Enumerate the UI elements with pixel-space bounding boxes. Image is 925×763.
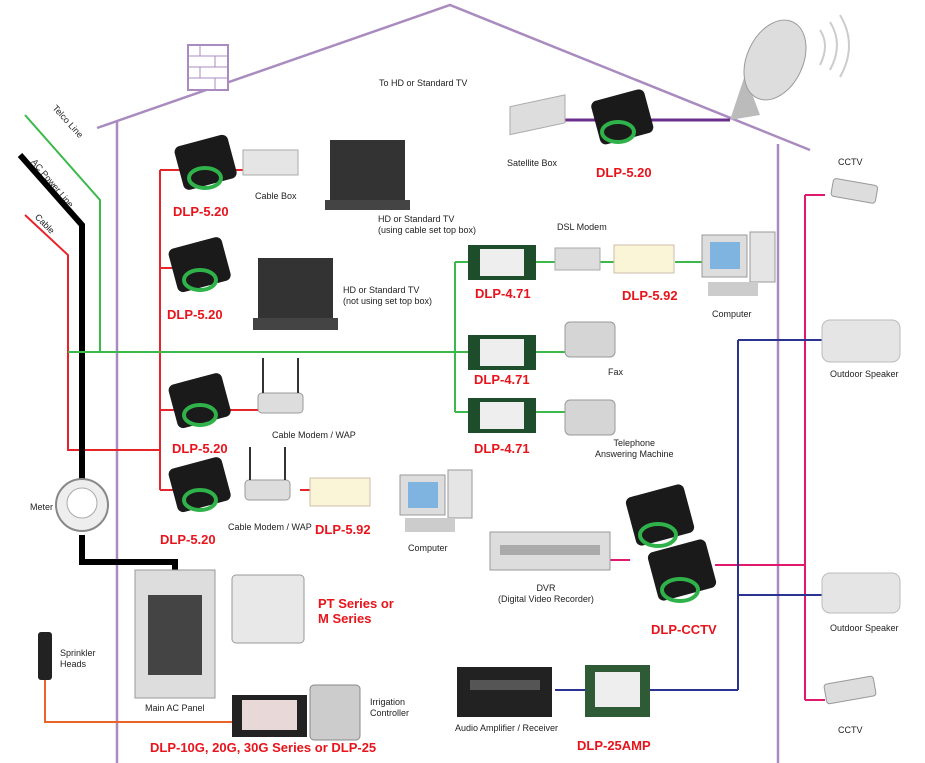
dsl-modem-icon [554,247,601,271]
product-label: DLP-5.20 [172,441,228,456]
ac-panel-icon [134,569,216,699]
dsl-modem-label: DSL Modem [557,222,607,232]
product-label: DLP-4.71 [474,372,530,387]
product-label: DLP-4.71 [475,286,531,301]
cctv-label: CCTV [838,157,863,167]
cctv-camera-icon [830,178,879,204]
product-label: DLP-5.92 [315,522,371,537]
cctv-label: CCTV [838,725,863,735]
dvr-icon [489,531,611,571]
tv-icon [325,140,410,210]
telephone-icon [564,399,616,436]
cable-bus [159,169,315,491]
outdoor-speaker-label: Outdoor Speaker [830,369,899,379]
cctv-camera-icon [823,675,877,705]
meter-label: Meter [30,502,54,512]
router-icon [244,447,291,501]
telco-protector-icons [468,245,536,433]
product-label: DLP-25AMP [577,738,651,753]
cable-modem-label: Cable Modem / WAP [272,430,356,440]
fax-icon [564,321,616,358]
amplifier-label: Audio Amplifier / Receiver [455,723,559,733]
tv-icon [253,258,338,330]
cable-wire [24,214,160,451]
product-label: DLP-4.71 [474,441,530,456]
pt-series-icon [231,574,305,644]
router-icon [257,358,304,414]
computer-icon [701,231,776,296]
audio-wire [555,339,823,691]
irrigation-protector-icon [232,695,307,737]
fax-label: Fax [608,367,624,377]
data-protector-icon [309,477,371,507]
product-label: DLP-10G, 20G, 30G Series or DLP-25 [150,740,377,755]
telco-bus [68,261,705,413]
telco-wire [24,114,470,353]
amp-protector-icon [585,665,650,717]
ac-power-wire [17,153,85,480]
outdoor-speaker-label: Outdoor Speaker [830,623,899,633]
sprinkler-head-icon [38,632,52,680]
tv-stb-label: HD or Standard TV(using cable set top bo… [378,214,477,235]
computer-icon [399,469,473,532]
chimney [187,44,229,91]
speaker-icon [821,319,901,363]
to-tv-label: To HD or Standard TV [379,78,468,88]
cable-box-label: Cable Box [255,191,297,201]
product-label: DLP-CCTV [651,622,717,637]
speaker-icon [821,572,901,614]
main-ac-panel-label: Main AC Panel [145,703,205,713]
product-label: DLP-5.20 [167,307,223,322]
data-protector-icon [613,244,675,274]
satellite-dish-icon [730,14,850,120]
computer-label: Computer [408,543,448,553]
product-label: DLP-5.20 [160,532,216,547]
satellite-box-label: Satellite Box [507,158,558,168]
cctv-wire [600,194,825,701]
irrigation-wire [44,680,232,723]
cable-modem-label: Cable Modem / WAP [228,522,312,532]
dvr-label: DVR(Digital Video Recorder) [498,583,594,604]
coiled-cable-icons [182,120,700,603]
meter-icon [55,478,109,532]
product-label: DLP-5.20 [596,165,652,180]
satellite-box-icon [509,94,566,136]
amplifier-icon [457,667,552,717]
tv-no-stb-label: HD or Standard TV(not using set top box) [343,285,433,306]
computer-label: Computer [712,309,752,319]
product-label: DLP-5.20 [173,204,229,219]
cable-box-icon [242,149,299,176]
irrigation-controller-icon [309,684,361,741]
ac-power-feed [79,535,178,575]
product-label: DLP-5.92 [622,288,678,303]
